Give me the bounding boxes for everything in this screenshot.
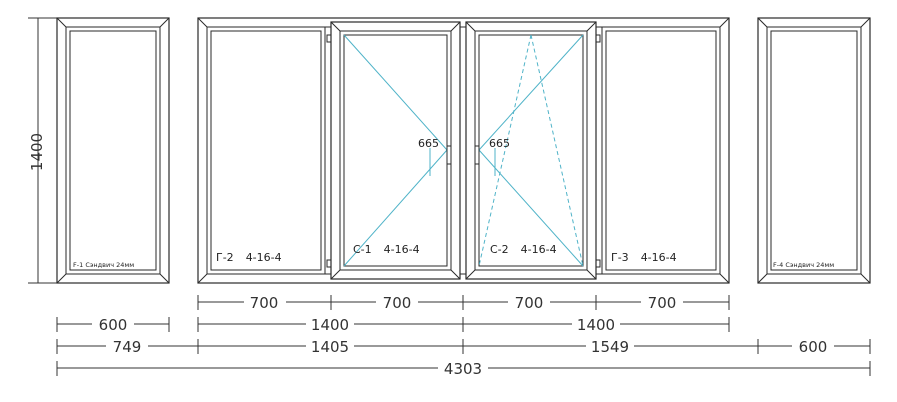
- dim-label: 1400: [311, 316, 349, 334]
- dimension-total: 4303: [56, 360, 871, 378]
- panel-label: F-1: [73, 261, 83, 269]
- svg-text:Г-24-16-4: Г-2 4-16-4: [216, 251, 282, 264]
- dim-label: 700: [648, 294, 677, 312]
- panel-label: Г-3: [611, 251, 629, 264]
- dimension-row-2: 600 1400 1400: [56, 316, 730, 334]
- dim-label: 700: [515, 294, 544, 312]
- panel-fill: Сэндвич 24мм: [785, 261, 834, 269]
- panel-fill: Сэндвич 24мм: [85, 261, 134, 269]
- frame-main: Г-2 4-16-4 665 С-1 4-16-4: [197, 17, 730, 284]
- svg-text:Г-34-16-4: Г-3 4-16-4: [611, 251, 677, 264]
- panel-label: Г-2: [216, 251, 234, 264]
- handle-height-label: 665: [489, 137, 510, 150]
- svg-text:F-1 Сэндвич 24мм: F-1 Сэндвич 24мм: [73, 261, 134, 269]
- dim-total-label: 4303: [444, 360, 482, 378]
- height-dimension: 1400: [28, 17, 66, 284]
- dim-label: 1400: [577, 316, 615, 334]
- panel-fill: 4-16-4: [384, 243, 420, 256]
- height-dim-label: 1400: [28, 133, 46, 171]
- panel-label: F-4: [773, 261, 783, 269]
- svg-text:F-4 Сэндвич 24мм: F-4 Сэндвич 24мм: [773, 261, 834, 269]
- panel-fill: 4-16-4: [641, 251, 677, 264]
- svg-text:С-14-16-4: С-1 4-16-4: [353, 243, 420, 256]
- frame-f1: F-1 Сэндвич 24мм: [56, 17, 170, 284]
- panel-fill: 4-16-4: [521, 243, 557, 256]
- panel-label: С-1: [353, 243, 372, 256]
- sash-c2: 665 С-2 4-16-4: [465, 21, 601, 280]
- svg-text:С-24-16-4: С-2 4-16-4: [490, 243, 557, 256]
- dim-label: 1405: [311, 338, 349, 356]
- handle-icon: [474, 145, 480, 165]
- dimension-row-3: 749 1405 1549 600: [56, 338, 871, 356]
- dim-label: 600: [799, 338, 828, 356]
- dim-label: 700: [383, 294, 412, 312]
- panel-fill: 4-16-4: [246, 251, 282, 264]
- dim-label: 600: [99, 316, 128, 334]
- dim-label: 1549: [591, 338, 629, 356]
- dim-label: 749: [113, 338, 142, 356]
- frame-f4: F-4 Сэндвич 24мм: [757, 17, 871, 284]
- handle-height-label: 665: [418, 137, 439, 150]
- handle-icon: [446, 145, 452, 165]
- sash-c1: 665 С-1 4-16-4: [326, 21, 461, 280]
- dimension-row-1: 700 700 700 700: [197, 294, 730, 312]
- dim-label: 700: [250, 294, 279, 312]
- panel-label: С-2: [490, 243, 509, 256]
